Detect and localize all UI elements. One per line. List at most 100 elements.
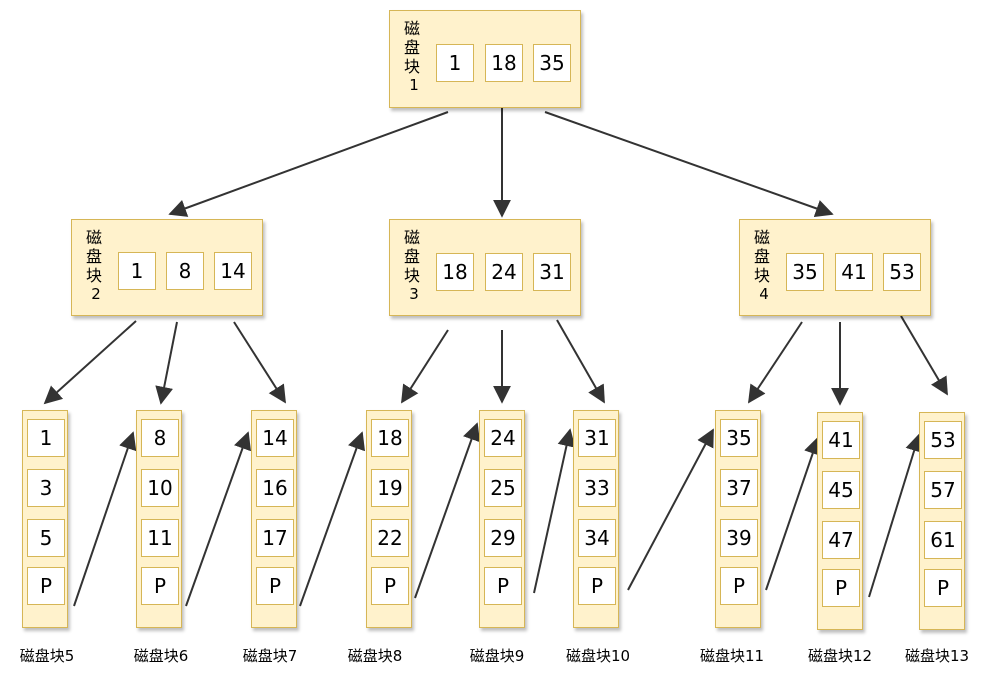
node-label: 磁盘块 1 (403, 19, 421, 95)
key-cell: 19 (371, 469, 409, 507)
leaf-caption: 磁盘块6 (133, 647, 189, 665)
edge-block2-to-block7 (233, 321, 286, 404)
node-label: 磁盘块 4 (753, 228, 771, 304)
key-cell: 24 (485, 253, 523, 291)
key-cell: 39 (720, 519, 758, 557)
edge-block4-to-block11 (748, 321, 803, 404)
key-cell: 8 (166, 252, 204, 290)
leaf-node-block10: 31 33 34 P (573, 410, 619, 628)
key-cell: 34 (578, 519, 616, 557)
key-cell: 24 (484, 419, 522, 457)
key-cell: 10 (141, 469, 179, 507)
pointer-block6-to-block7 (185, 431, 252, 607)
leaf-caption: 磁盘块11 (699, 647, 765, 665)
key-cell: 17 (256, 519, 294, 557)
key-cell: 57 (924, 471, 962, 509)
key-cell: 31 (578, 419, 616, 457)
pointer-cell: P (256, 567, 294, 605)
edge-block2-to-block5 (43, 320, 137, 405)
leaf-node-block11: 35 37 39 P (715, 410, 761, 628)
node-label: 磁盘块 3 (403, 228, 421, 304)
node-label-text: 磁盘块 (403, 19, 420, 76)
internal-node-block4: 磁盘块 4 35 41 53 (739, 219, 931, 316)
pointer-cell: P (578, 567, 616, 605)
key-cell: 8 (141, 419, 179, 457)
pointer-cell: P (924, 569, 962, 607)
leaf-caption: 磁盘块7 (242, 647, 298, 665)
node-label-number: 1 (409, 76, 419, 94)
key-cell: 47 (822, 521, 860, 559)
key-cell: 18 (436, 253, 474, 291)
node-label-text: 磁盘块 (85, 228, 102, 285)
pointer-block12-to-block13 (868, 433, 923, 598)
pointer-block5-to-block6 (73, 431, 137, 607)
pointer-block8-to-block9 (414, 422, 481, 599)
pointer-cell: P (484, 567, 522, 605)
key-cell: 53 (924, 421, 962, 459)
pointer-cell: P (822, 569, 860, 607)
key-cell: 25 (484, 469, 522, 507)
pointer-block9-to-block10 (533, 428, 576, 594)
key-cell: 61 (924, 521, 962, 559)
key-cell: 35 (720, 419, 758, 457)
leaf-node-block12: 41 45 47 P (817, 412, 863, 630)
key-cell: 18 (371, 419, 409, 457)
key-cell: 22 (371, 519, 409, 557)
pointer-cell: P (720, 567, 758, 605)
pointer-cell: P (141, 567, 179, 605)
key-cell: 16 (256, 469, 294, 507)
node-label-text: 磁盘块 (403, 228, 420, 285)
internal-node-block2: 磁盘块 2 1 8 14 (71, 219, 263, 316)
edge-block4-to-block13 (900, 315, 948, 396)
key-cell: 5 (27, 519, 65, 557)
edge-block2-to-block6 (155, 321, 178, 405)
key-cell: 37 (720, 469, 758, 507)
key-cell: 1 (436, 44, 474, 82)
leaf-caption: 磁盘块5 (19, 647, 75, 665)
leaf-node-block13: 53 57 61 P (919, 412, 965, 630)
key-cell: 1 (27, 419, 65, 457)
key-cell: 1 (118, 252, 156, 290)
key-cell: 33 (578, 469, 616, 507)
key-cell: 35 (533, 44, 571, 82)
edge-root-to-block4 (544, 111, 834, 218)
node-label: 磁盘块 2 (85, 228, 103, 304)
key-cell: 18 (485, 44, 523, 82)
leaf-caption: 磁盘块9 (469, 647, 525, 665)
edge-block3-to-block10 (556, 319, 605, 404)
node-label-number: 3 (409, 285, 419, 303)
key-cell: 29 (484, 519, 522, 557)
leaf-node-block6: 8 10 11 P (136, 410, 182, 628)
key-cell: 41 (822, 421, 860, 459)
leaf-node-block9: 24 25 29 P (479, 410, 525, 628)
pointer-block10-to-block11 (627, 428, 714, 591)
edge-block3-to-block8 (401, 329, 449, 404)
key-cell: 45 (822, 471, 860, 509)
pointer-cell: P (27, 567, 65, 605)
leaf-caption: 磁盘块10 (565, 647, 631, 665)
leaf-caption: 磁盘块13 (904, 647, 970, 665)
leaf-caption: 磁盘块8 (347, 647, 403, 665)
internal-node-block3: 磁盘块 3 18 24 31 (389, 219, 581, 316)
leaf-node-block8: 18 19 22 P (366, 410, 412, 628)
edge-root-to-block2 (168, 111, 449, 217)
key-cell: 31 (533, 253, 571, 291)
node-label-number: 4 (759, 285, 769, 303)
pointer-cell: P (371, 567, 409, 605)
pointer-block11-to-block12 (765, 436, 822, 591)
key-cell: 41 (835, 253, 873, 291)
node-label-number: 2 (91, 285, 101, 303)
key-cell: 3 (27, 469, 65, 507)
leaf-node-block7: 14 16 17 P (251, 410, 297, 628)
leaf-node-block5: 1 3 5 P (22, 410, 68, 628)
key-cell: 35 (786, 253, 824, 291)
key-cell: 14 (256, 419, 294, 457)
key-cell: 11 (141, 519, 179, 557)
pointer-block7-to-block8 (299, 431, 366, 607)
root-node-block1: 磁盘块 1 1 18 35 (389, 10, 581, 108)
key-cell: 14 (214, 252, 252, 290)
node-label-text: 磁盘块 (753, 228, 770, 285)
key-cell: 53 (883, 253, 921, 291)
leaf-caption: 磁盘块12 (807, 647, 873, 665)
